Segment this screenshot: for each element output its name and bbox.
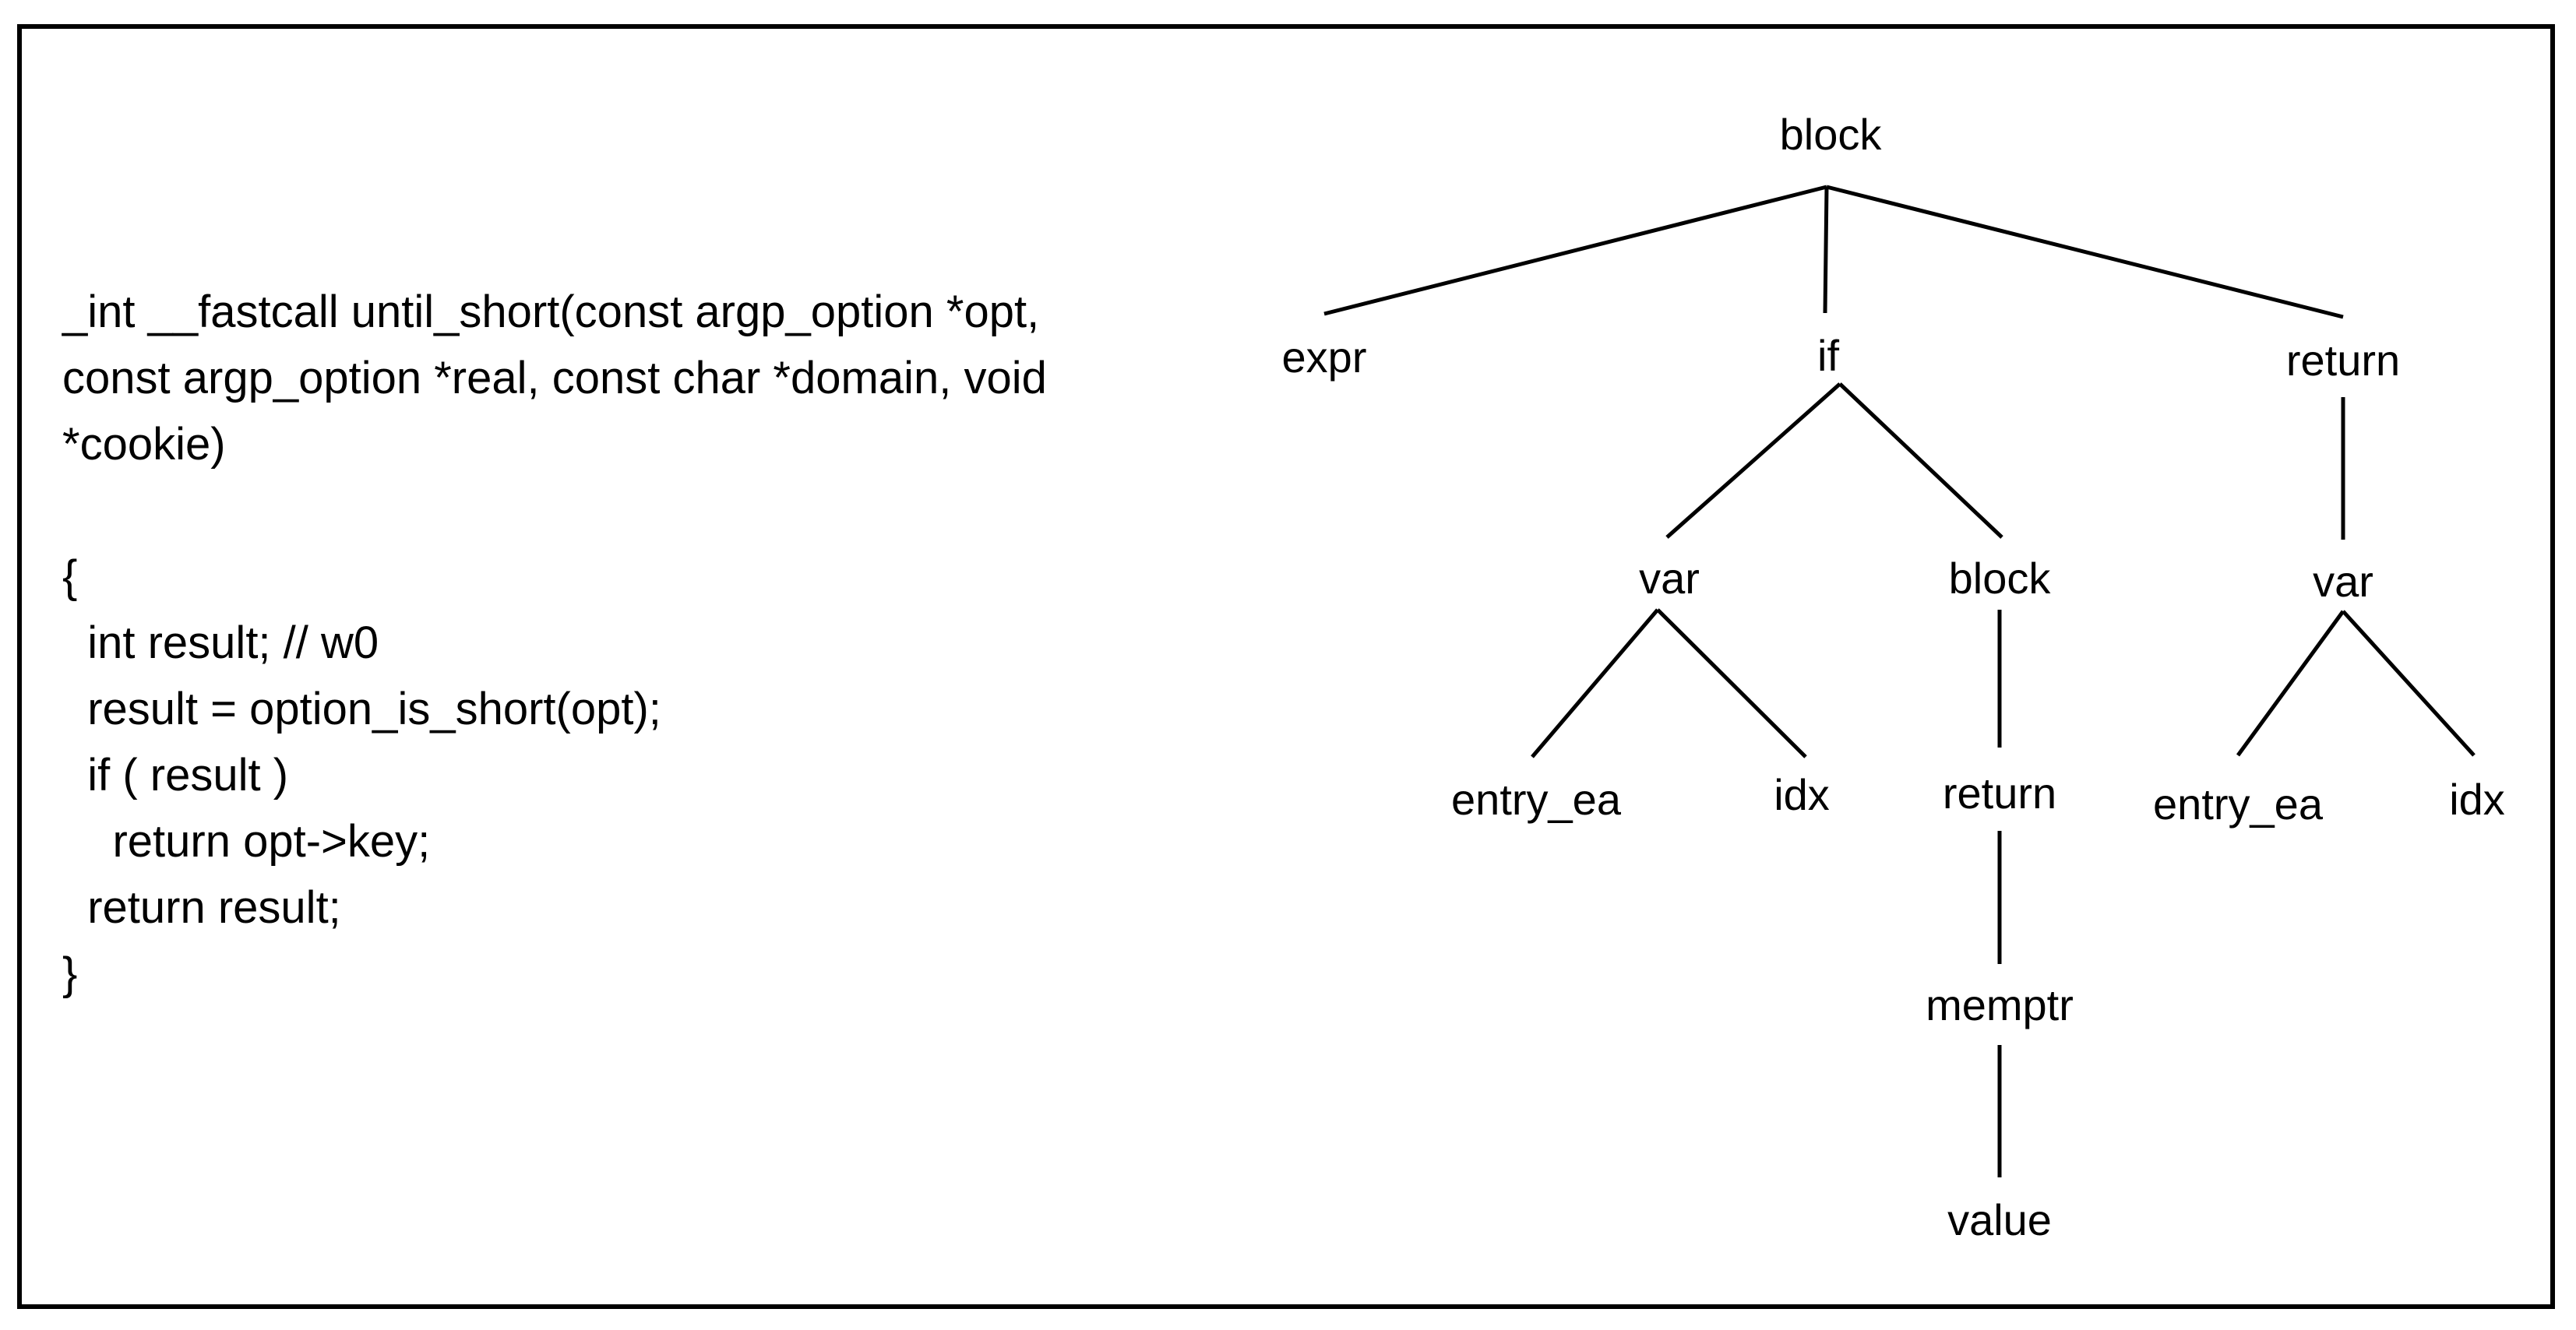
code-listing: _int __fastcall until_short(const argp_o… [62, 279, 1047, 1007]
code-line: } [62, 948, 78, 999]
node-return: return [2286, 336, 2400, 385]
code-line: *cookie) [62, 419, 226, 470]
code-line: return result; [62, 882, 341, 933]
node-entry_ea: entry_ea [1451, 775, 1622, 824]
edge-if-block [1838, 382, 2003, 539]
figure-frame [17, 24, 2555, 1309]
node-entry_ea-right: entry_ea [2153, 779, 2324, 829]
node-block: block [1949, 554, 2052, 603]
code-line: const argp_option *real, const char *dom… [62, 353, 1047, 403]
tree-edges [1323, 185, 2476, 1177]
edge-var-entry_ea [1531, 608, 1659, 758]
code-line: _int __fastcall until_short(const argp_o… [62, 287, 1040, 337]
edge-block-if [1823, 186, 1829, 314]
node-block-root: block [1780, 110, 1883, 159]
node-idx: idx [1774, 770, 1830, 819]
node-var: var [1639, 554, 1700, 603]
node-expr: expr [1282, 332, 1367, 382]
node-value: value [1947, 1195, 2052, 1244]
edge-if-var [1665, 382, 1841, 539]
node-memptr: memptr [1926, 980, 2074, 1029]
code-line: int result; // w0 [62, 618, 379, 668]
tree-nodes: block expr if return var block var entry… [1282, 110, 2505, 1244]
code-line: { [62, 551, 78, 602]
code-line: if ( result ) [62, 750, 289, 800]
code-line: result = option_is_short(opt); [62, 684, 661, 734]
edge-var-idx [1656, 608, 1807, 758]
node-return-inner: return [1943, 769, 2056, 818]
edge-block-expr [1323, 185, 1827, 316]
edge-var-entry_ea-right [2236, 610, 2345, 757]
edge-var-idx-right [2342, 610, 2476, 757]
node-var-right: var [2313, 557, 2373, 606]
code-line: return opt->key; [62, 816, 431, 867]
edge-block-return [1826, 185, 2344, 319]
node-if: if [1817, 331, 1839, 380]
node-idx-right: idx [2449, 775, 2505, 824]
